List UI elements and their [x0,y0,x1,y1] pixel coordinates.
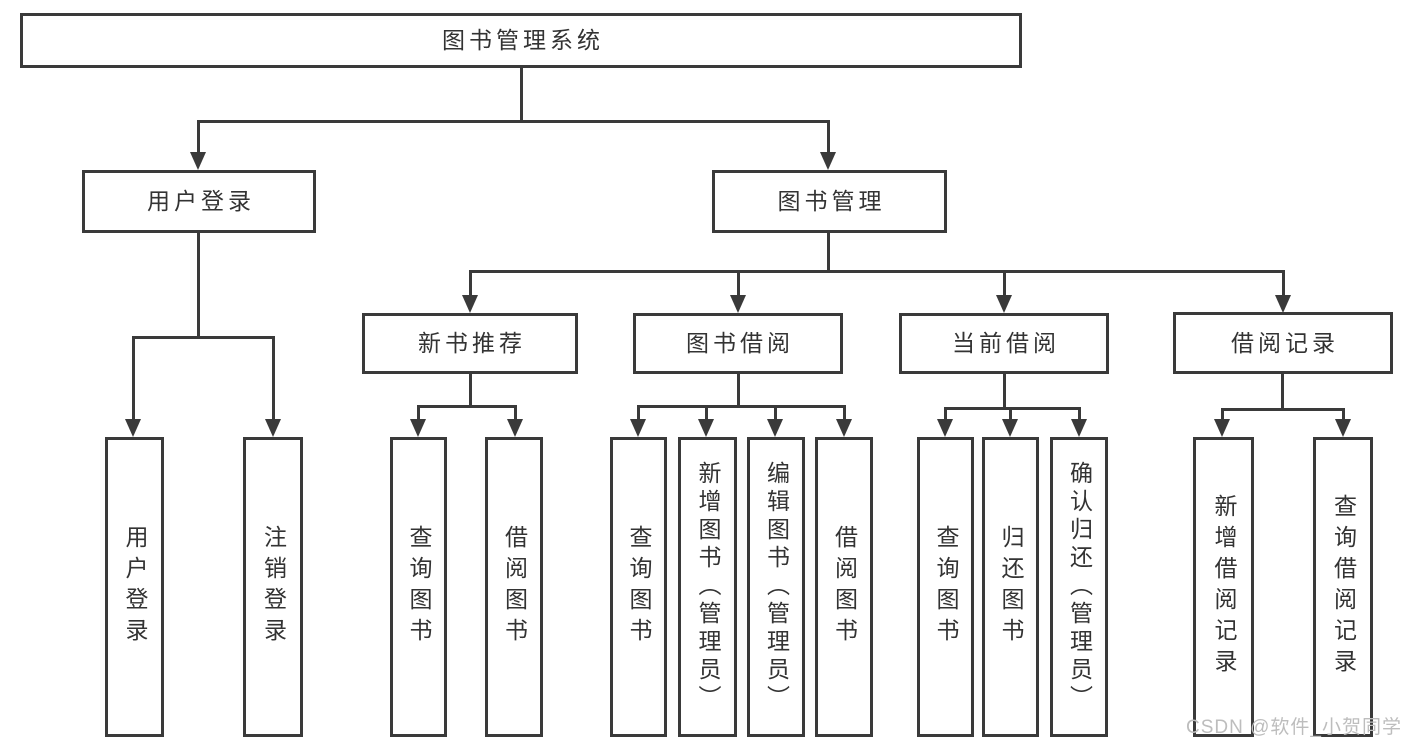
connector-book-borrow-stem [737,374,740,405]
connector-drop-book-borrow [737,270,740,295]
connector-drop-nb-borrow [514,405,517,419]
arrowhead-bb-add [698,419,714,437]
connector-drop-bb-query [637,405,640,419]
connector-user-login-hbar [132,336,275,339]
connector-new-books-stem [469,374,472,405]
node-leaf-cb-return-books: 归还图书 [982,437,1039,737]
node-leaf-bb-borrow-books: 借阅图书 [815,437,873,737]
node-leaf-cb-return-books-label: 归还图书 [998,525,1024,649]
connector-drop-br-query [1342,408,1345,419]
node-leaf-br-query-record: 查询借阅记录 [1313,437,1373,737]
node-leaf-cb-confirm-return: 确认归还（管理员） [1050,437,1108,737]
connector-drop-bb-borrow [843,405,846,419]
arrowhead-user-login [190,152,206,170]
connector-drop-cb-confirm [1078,407,1081,419]
connector-drop-bb-edit [774,405,777,419]
node-leaf-cb-confirm-return-label: 确认归还（管理员） [1066,461,1093,713]
connector-drop-user-login [197,120,200,154]
arrowhead-book-mgmt [820,152,836,170]
node-leaf-bb-query-books: 查询图书 [610,437,667,737]
arrowhead-current-borrow [996,295,1012,313]
arrowhead-leaf-login [125,419,141,437]
connector-current-borrow-hbar [944,407,1081,410]
connector-drop-cb-return [1009,407,1012,419]
node-leaf-br-add-record-label: 新增借阅记录 [1211,494,1237,680]
connector-borrow-records-hbar [1221,408,1345,411]
node-leaf-cb-query-books: 查询图书 [917,437,974,737]
arrowhead-br-add [1214,419,1230,437]
connector-borrow-records-stem [1281,374,1284,408]
node-leaf-cb-query-books-label: 查询图书 [933,525,959,649]
connector-drop-leaf-logout [272,336,275,419]
connector-drop-cb-query [944,407,947,419]
node-book-mgmt-label: 图书管理 [777,188,886,214]
node-user-login: 用户登录 [82,170,316,233]
node-leaf-bb-edit-books-label: 编辑图书（管理员） [763,461,790,713]
arrowhead-cb-query [937,419,953,437]
arrowhead-nb-borrow [507,419,523,437]
arrowhead-bb-query [630,419,646,437]
node-new-books-label: 新书推荐 [418,330,526,356]
connector-book-mgmt-stem [827,233,830,270]
node-leaf-nb-borrow-books: 借阅图书 [485,437,543,737]
connector-root-hbar [197,120,830,123]
node-leaf-bb-borrow-books-label: 借阅图书 [831,525,858,649]
connector-book-mgmt-hbar [469,270,1285,273]
connector-drop-bb-add [705,405,708,419]
arrowhead-leaf-logout [265,419,281,437]
connector-drop-leaf-login [132,336,135,419]
connector-current-borrow-stem [1003,374,1006,407]
arrowhead-bb-edit [767,419,783,437]
node-current-borrow-label: 当前借阅 [952,330,1060,356]
node-current-borrow: 当前借阅 [899,313,1109,374]
node-leaf-user-login: 用户登录 [105,437,164,737]
node-leaf-bb-add-books: 新增图书（管理员） [678,437,737,737]
arrowhead-book-borrow [730,295,746,313]
node-leaf-logout: 注销登录 [243,437,303,737]
node-root-label: 图书管理系统 [442,27,604,53]
arrowhead-cb-return [1002,419,1018,437]
connector-drop-new-books [469,270,472,295]
node-leaf-nb-borrow-books-label: 借阅图书 [501,525,528,649]
node-leaf-bb-edit-books: 编辑图书（管理员） [747,437,805,737]
arrowhead-bb-borrow [836,419,852,437]
arrowhead-borrow-records [1275,295,1291,313]
arrowhead-cb-confirm [1071,419,1087,437]
node-borrow-records: 借阅记录 [1173,312,1393,374]
node-leaf-br-add-record: 新增借阅记录 [1193,437,1254,737]
node-book-borrow-label: 图书借阅 [686,330,794,356]
connector-drop-current-borrow [1003,270,1006,295]
node-leaf-nb-query-books: 查询图书 [390,437,447,737]
connector-drop-book-mgmt [827,120,830,154]
connector-root-stem [520,68,523,123]
connector-book-borrow-hbar [637,405,846,408]
arrowhead-nb-query [410,419,426,437]
arrowhead-br-query [1335,419,1351,437]
node-leaf-nb-query-books-label: 查询图书 [406,525,432,649]
connector-drop-br-add [1221,408,1224,419]
csdn-watermark: CSDN @软件_小贺同学 [1186,717,1402,738]
node-leaf-bb-add-books-label: 新增图书（管理员） [695,461,721,713]
arrowhead-new-books [462,295,478,313]
node-book-mgmt: 图书管理 [712,170,947,233]
node-root: 图书管理系统 [20,13,1022,68]
node-leaf-user-login-label: 用户登录 [122,525,148,649]
node-leaf-br-query-record-label: 查询借阅记录 [1330,494,1357,680]
node-new-books: 新书推荐 [362,313,578,374]
connector-new-books-hbar [417,405,517,408]
node-leaf-bb-query-books-label: 查询图书 [626,525,652,649]
connector-drop-nb-query [417,405,420,419]
node-book-borrow: 图书借阅 [633,313,843,374]
node-user-login-label: 用户登录 [147,188,255,214]
node-borrow-records-label: 借阅记录 [1231,329,1339,356]
node-leaf-logout-label: 注销登录 [260,525,287,649]
connector-user-login-stem [197,233,200,336]
connector-drop-borrow-records [1282,270,1285,295]
